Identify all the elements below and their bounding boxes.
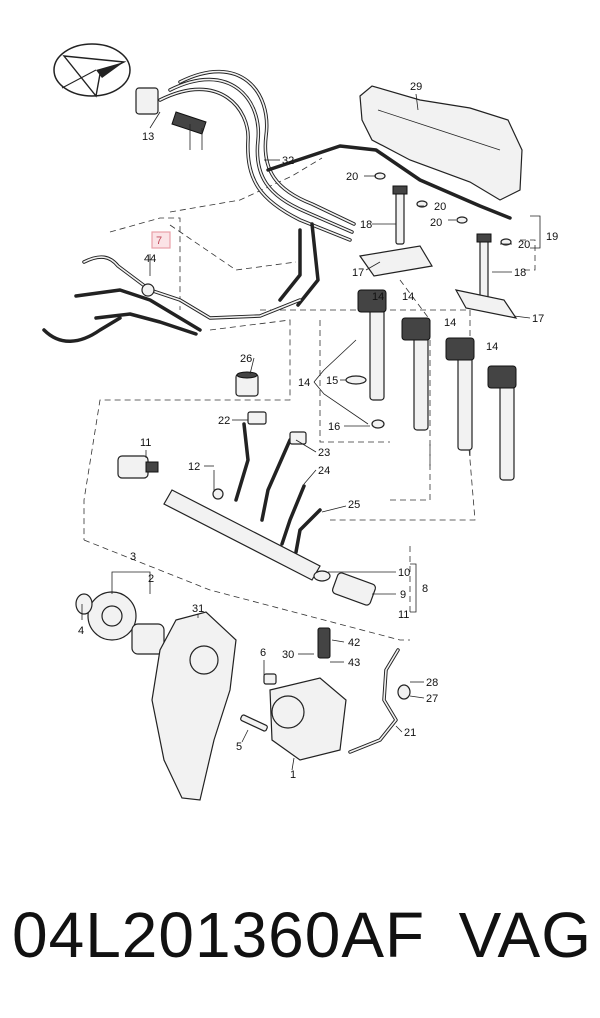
label-31: 31 (192, 603, 204, 615)
part-number: 04L201360AF (12, 899, 426, 971)
pump-housing-part-31 (151, 611, 237, 801)
caption-bar: 04L201360AF VAG (12, 895, 592, 975)
brand-name: VAG (458, 899, 592, 971)
label-20: 20 (518, 239, 530, 251)
label-29: 29 (410, 81, 422, 93)
leader-lines (81, 93, 541, 771)
label-15: 15 (326, 375, 338, 387)
label-26: 26 (240, 353, 252, 365)
label-10: 10 (398, 567, 410, 579)
label-13: 13 (142, 131, 154, 143)
label-14: 14 (402, 291, 414, 303)
label-14: 14 (486, 341, 498, 353)
label-25: 25 (348, 499, 360, 511)
label-2: 2 (148, 573, 154, 585)
label-14: 14 (298, 377, 310, 389)
label-27: 27 (426, 693, 438, 705)
label-19: 19 (546, 231, 558, 243)
label-12: 12 (188, 461, 200, 473)
sprocket-part-3 (75, 591, 165, 655)
label-20: 20 (430, 217, 442, 229)
label-16: 16 (328, 421, 340, 433)
seal-rings (345, 172, 512, 429)
label-20: 20 (346, 171, 358, 183)
label-43: 43 (348, 657, 360, 669)
label-17: 17 (352, 267, 364, 279)
engine-cover-part-29 (359, 85, 523, 201)
callout-labels: 13 32 29 20 20 20 20 19 18 18 17 17 14 1… (78, 81, 558, 781)
label-20: 20 (434, 201, 446, 213)
highlight-box (151, 231, 171, 249)
pressure-regulator-part-9 (313, 570, 377, 606)
label-6: 6 (260, 647, 266, 659)
clamp-part-17 (358, 245, 518, 319)
label-21: 21 (404, 727, 416, 739)
label-7: 7 (156, 235, 162, 247)
label-18: 18 (360, 219, 372, 231)
injector-part-14 (357, 289, 517, 481)
guide-lines (83, 157, 536, 641)
label-22: 22 (218, 415, 230, 427)
pressure-sensor-part-11 (117, 455, 159, 479)
bolt-part-18 (392, 185, 492, 305)
sleeve-part-26 (235, 371, 259, 397)
label-14: 14 (372, 291, 384, 303)
label-11: 11 (398, 609, 409, 621)
connector-part-13 (135, 87, 207, 150)
label-17: 17 (532, 313, 544, 325)
label-18: 18 (514, 267, 526, 279)
exploded-parts-diagram: 13 32 29 20 20 20 20 19 18 18 17 17 14 1… (42, 43, 558, 801)
label-8: 8 (422, 583, 428, 595)
label-24: 24 (318, 465, 330, 477)
high-pressure-pump-part-1 (240, 627, 347, 761)
label-28: 28 (426, 677, 438, 689)
label-14: 14 (444, 317, 456, 329)
label-1: 1 (290, 769, 296, 781)
fuel-pipe-part-21 (348, 648, 411, 754)
label-3: 3 (130, 551, 136, 563)
label-32: 32 (282, 155, 294, 167)
label-42: 42 (348, 637, 360, 649)
label-30: 30 (282, 649, 294, 661)
label-4: 4 (78, 625, 84, 637)
label-44: 44 (144, 253, 156, 265)
label-23: 23 (318, 447, 330, 459)
label-9: 9 (400, 589, 406, 601)
fuel-line-bundle (158, 69, 512, 307)
return-hose-assembly (42, 255, 302, 343)
fuel-rail-part-8 (163, 411, 322, 581)
label-11: 11 (140, 437, 151, 449)
label-5: 5 (236, 741, 242, 753)
orientation-arrow-icon (53, 43, 131, 98)
